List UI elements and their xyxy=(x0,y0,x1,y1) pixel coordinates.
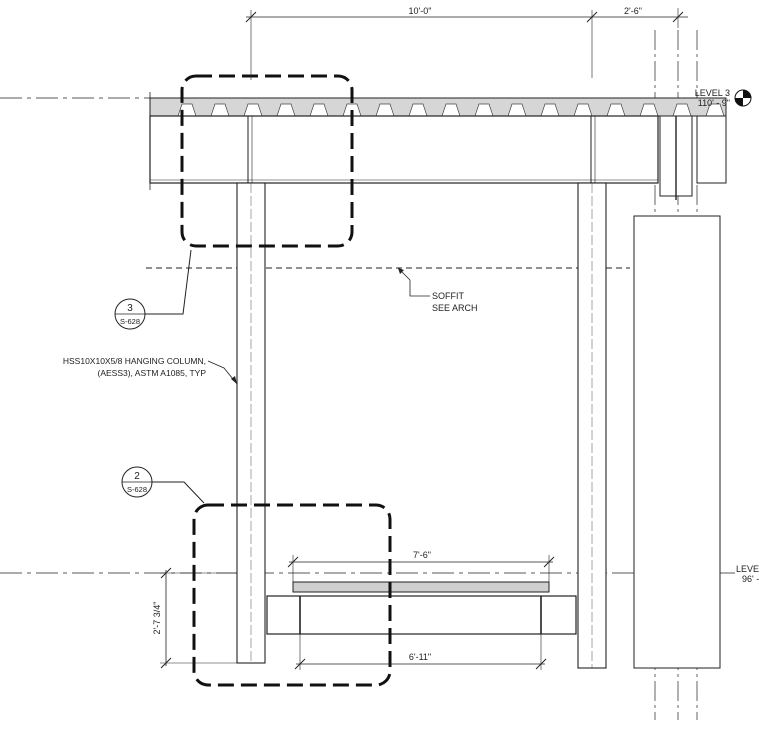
dim-vertical-label: 2'-7 3/4" xyxy=(152,602,162,635)
detail-2-callout xyxy=(121,466,205,504)
column-note-line-1: HSS10X10X5/8 HANGING COLUMN, xyxy=(63,356,206,366)
dim-bottom-span-label: 6'-11" xyxy=(409,652,431,662)
dim-tick-1 xyxy=(245,11,257,23)
column-note-leader xyxy=(207,360,238,385)
level-target-icon xyxy=(734,89,752,107)
soffit-note-line-1: SOFFIT xyxy=(432,291,464,301)
detail-3-callout xyxy=(114,249,192,330)
detail-2-number: 2 xyxy=(134,471,140,482)
detail-3-number: 3 xyxy=(127,303,133,314)
right-concrete-column xyxy=(633,215,721,669)
lower-level-elevation: 96' - xyxy=(742,574,759,584)
dim-tick-2 xyxy=(586,11,598,23)
dim-tick-3 xyxy=(672,11,684,23)
soffit-note-line-2: SEE ARCH xyxy=(432,303,478,313)
floor-slab xyxy=(149,97,727,117)
detail-3-boundary xyxy=(180,74,354,248)
dim-beam-width-label: 7'-6" xyxy=(413,550,431,560)
lower-beam xyxy=(266,595,577,635)
dim-top-span-label: 10'-0" xyxy=(409,6,432,16)
lower-level-name: LEVE xyxy=(736,564,759,574)
column-note-line-2: (AESS3), ASTM A1085, TYP xyxy=(97,368,206,378)
column-note-arrow xyxy=(231,376,237,384)
detail-2-sheet: S-628 xyxy=(127,485,147,494)
level-3-name: LEVEL 3 xyxy=(695,88,730,98)
detail-2-boundary xyxy=(192,503,392,687)
level-3-elevation: 110' - 9" xyxy=(698,98,730,108)
soffit-leader xyxy=(397,267,430,297)
detail-3-sheet: S-628 xyxy=(120,317,140,326)
soffit-leader-arrow xyxy=(398,268,404,274)
lower-slab xyxy=(292,581,550,593)
right-beam-stub xyxy=(696,115,727,184)
dim-top-right-label: 2'-6" xyxy=(624,6,642,16)
main-beam xyxy=(149,115,659,184)
